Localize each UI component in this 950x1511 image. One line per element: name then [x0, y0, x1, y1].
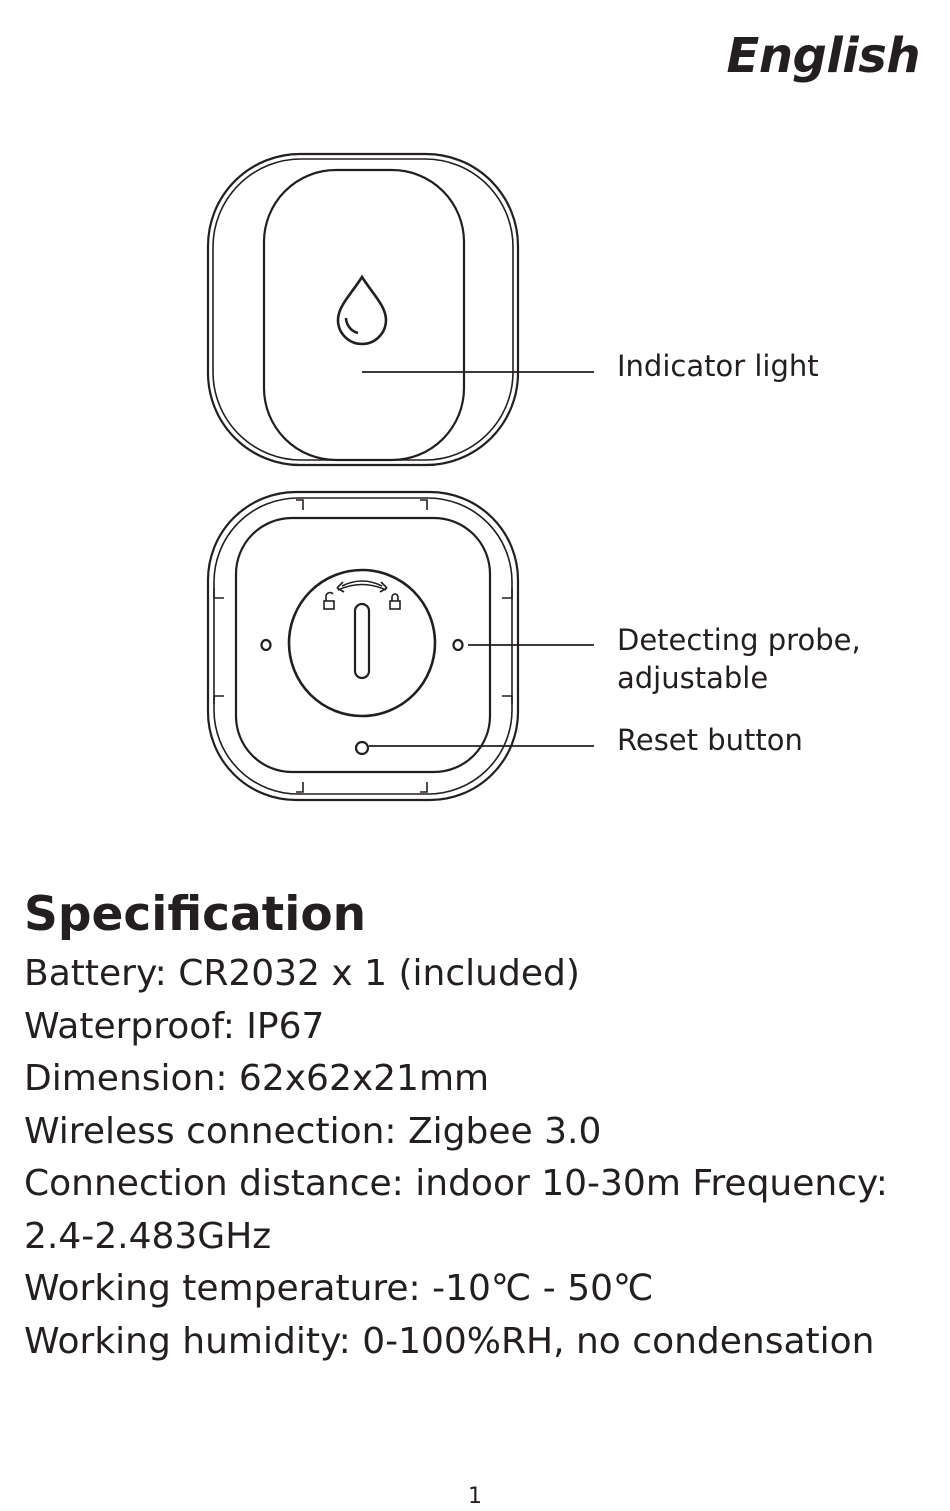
unlock-icon [323, 591, 335, 610]
battery-cover [287, 568, 437, 718]
probe-left [260, 638, 272, 652]
device-diagram [206, 152, 594, 802]
spec-waterproof: Waterproof: IP67 [24, 1005, 325, 1047]
spec-dimension: Dimension: 62x62x21mm [24, 1058, 490, 1099]
callout-text: Indicator light [617, 349, 819, 383]
callout-text: adjustable [617, 661, 769, 695]
rotate-arrow-icon [336, 580, 388, 593]
callout-indicator-light: Indicator light [617, 347, 819, 385]
callout-text: Detecting probe, [617, 623, 861, 657]
back-inner-frame [234, 516, 492, 774]
front-outer-shell [206, 152, 520, 467]
front-outer-shell-inner [212, 158, 514, 461]
back-outer-shell-inner [213, 497, 513, 795]
page-number: 1 [468, 1484, 482, 1509]
front-view [206, 152, 594, 467]
specification-section: Specification Battery: CR2032 x 1 (inclu… [24, 884, 924, 1368]
back-outer-shell [206, 490, 520, 802]
cover-slot [353, 602, 371, 680]
spec-working-humidity: Working humidity: 0-100%RH, no condensat… [24, 1320, 875, 1362]
water-drop-icon [336, 274, 388, 346]
spec-connection-distance: Connection distance: indoor 10-30m Frequ… [24, 1163, 888, 1257]
spec-battery: Battery: CR2032 x 1 (included) [24, 953, 580, 994]
probe-right [452, 638, 464, 652]
specification-list: Battery: CR2032 x 1 (included) Waterproo… [24, 948, 924, 1368]
callout-text: Reset button [617, 723, 803, 757]
back-view [206, 490, 594, 802]
spec-working-temperature: Working temperature: -10℃ - 50℃ [24, 1268, 654, 1309]
spec-wireless-connection: Wireless connection: Zigbee 3.0 [24, 1110, 602, 1152]
specification-title: Specification [24, 887, 367, 942]
lock-icon [389, 593, 401, 610]
callout-reset-button: Reset button [617, 721, 803, 759]
reset-button [354, 740, 370, 756]
callout-detecting-probe: Detecting probe, adjustable [617, 621, 861, 697]
language-label: English [726, 28, 921, 84]
front-inner-panel [262, 168, 466, 462]
